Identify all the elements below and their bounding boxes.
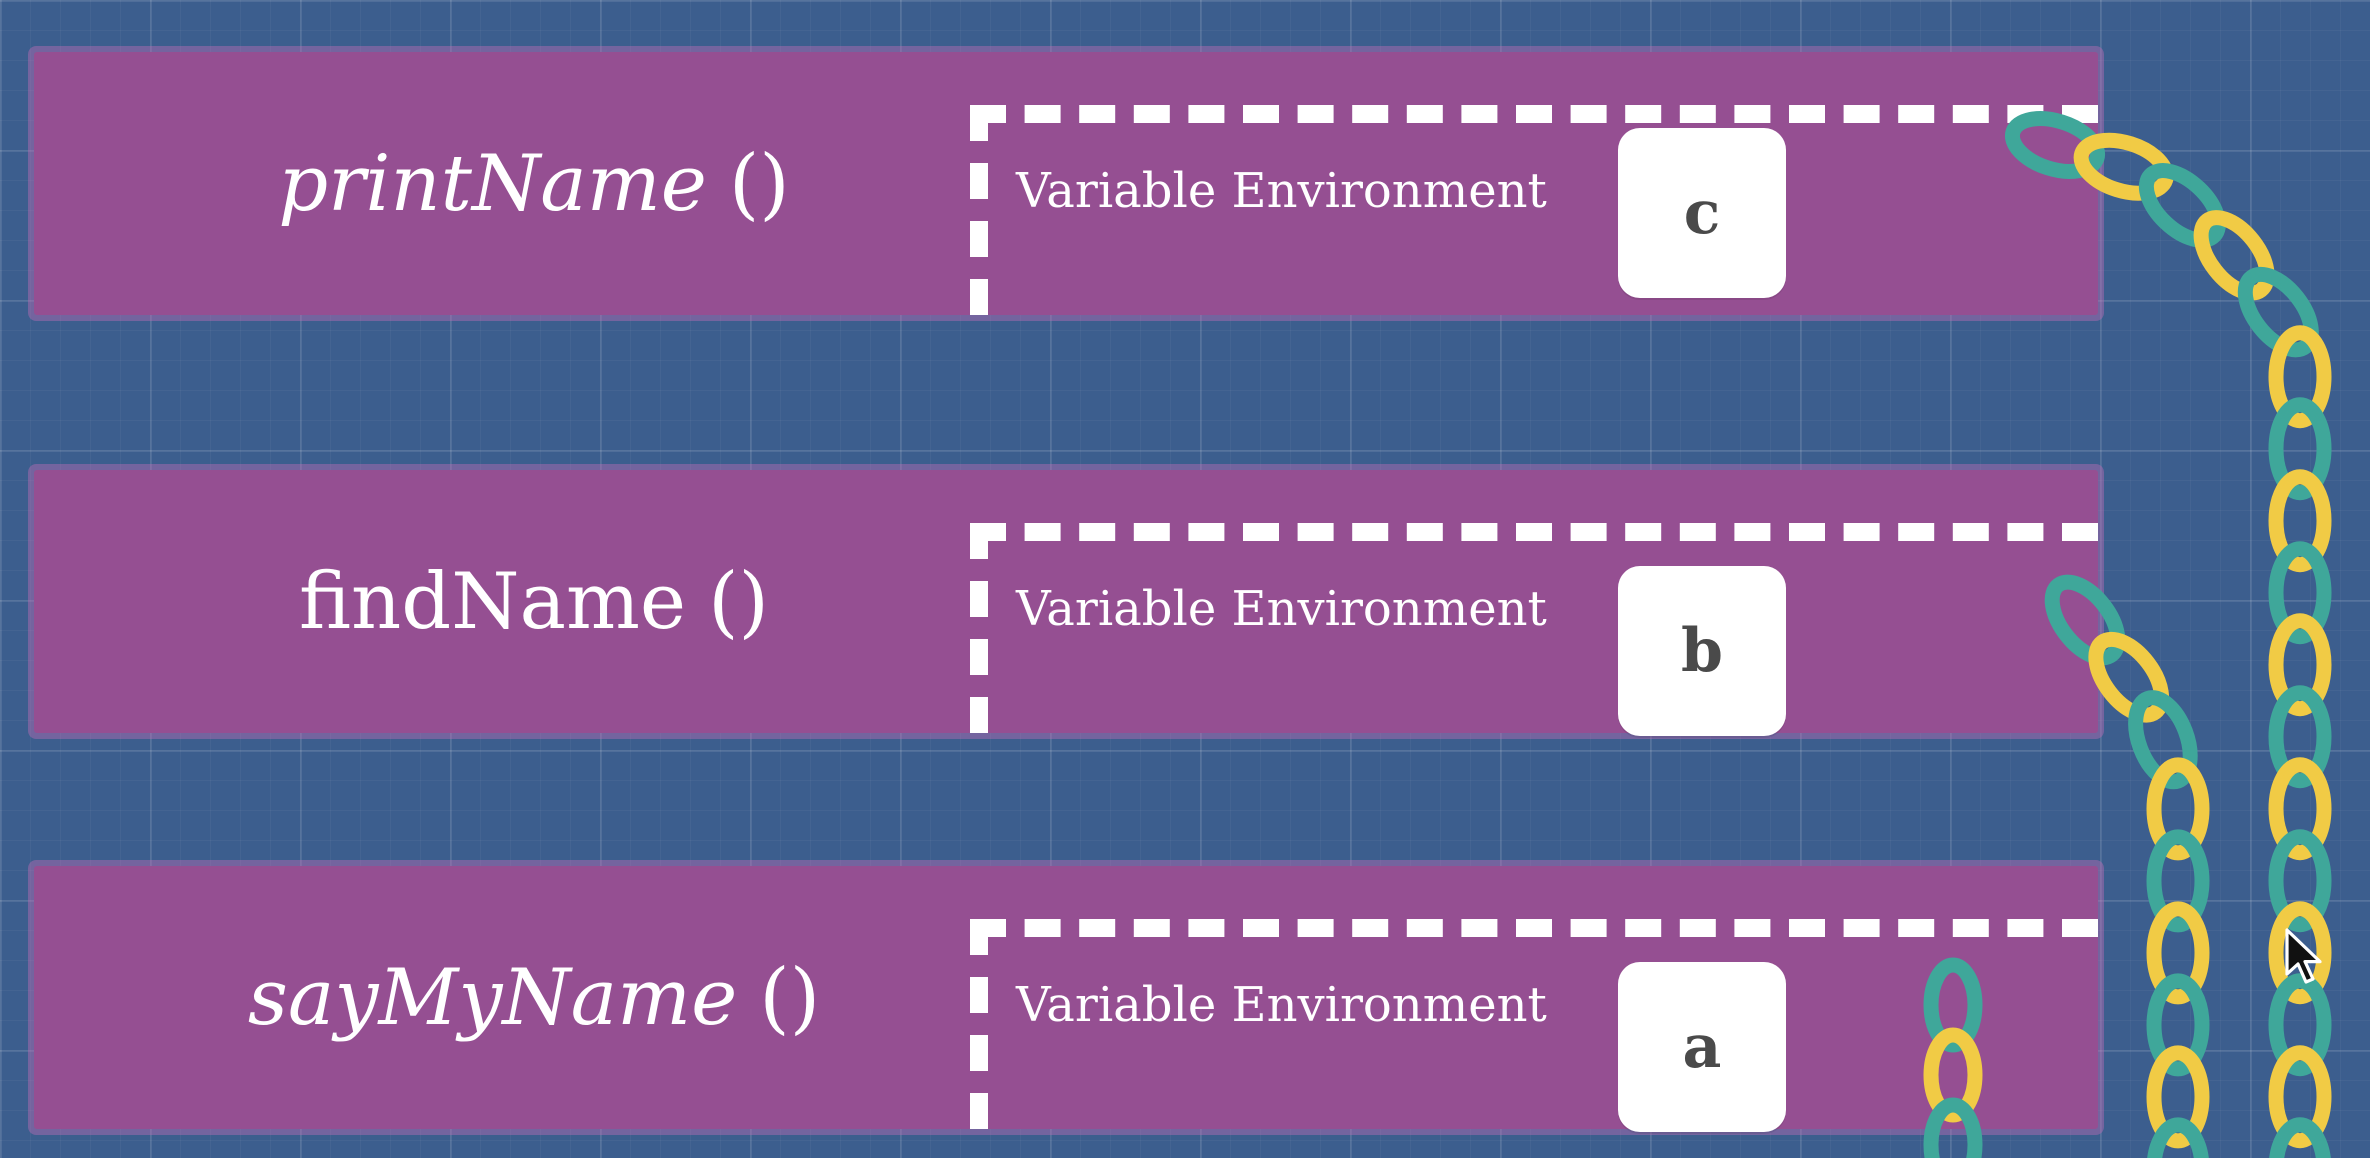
chain-link [2237,266,2319,358]
variable-environment-label: Variable Environment [1016,977,1547,1033]
chain-link [2268,613,2332,717]
chain-link [2268,1045,2332,1149]
chain-link [2268,685,2332,789]
variable-box-b: b [1618,566,1786,736]
chain-link [2268,973,2332,1077]
function-name-text: findName [299,556,687,647]
execution-context-printName: printName () Variable Environment c [34,52,2098,315]
chain-link [2146,901,2210,1005]
mouse-pointer-icon [2285,928,2322,984]
variable-environment-findName: Variable Environment b [970,523,2098,736]
execution-context-findName: findName () Variable Environment b [34,470,2098,736]
execution-context-sayMyName: sayMyName () Variable Environment a [34,866,2098,1132]
chain-link [2146,1045,2210,1149]
chain-link [2128,690,2198,790]
variable-environment-sayMyName: Variable Environment a [970,919,2098,1132]
function-name-printName: printName () [84,52,984,315]
variable-box-c: c [1618,128,1786,298]
chain-link [2146,829,2210,933]
chain-link [2146,1117,2210,1158]
function-parens: () [759,952,821,1043]
chain-link [2138,163,2226,248]
variable-environment-label: Variable Environment [1016,163,1547,219]
function-name-findName: findName () [84,470,984,733]
variable-box-a: a [1618,962,1786,1132]
chain-link [2268,541,2332,645]
variable-environment-label: Variable Environment [1016,581,1547,637]
function-parens: () [708,556,769,647]
chain-link [2268,1117,2332,1158]
function-parens: () [728,138,790,229]
function-name-sayMyName: sayMyName () [84,866,984,1129]
chain-link [2268,829,2332,933]
variable-environment-printName: Variable Environment c [970,105,2098,315]
chain-link [2268,325,2332,429]
function-name-text: printName [278,138,707,229]
chain-link [2193,210,2275,301]
chain-link [2146,757,2210,861]
chain-link [2146,973,2210,1077]
function-name-text: sayMyName [247,952,738,1043]
chain-link [2268,757,2332,861]
chain-link [2268,469,2332,573]
chain-link [2268,397,2332,501]
